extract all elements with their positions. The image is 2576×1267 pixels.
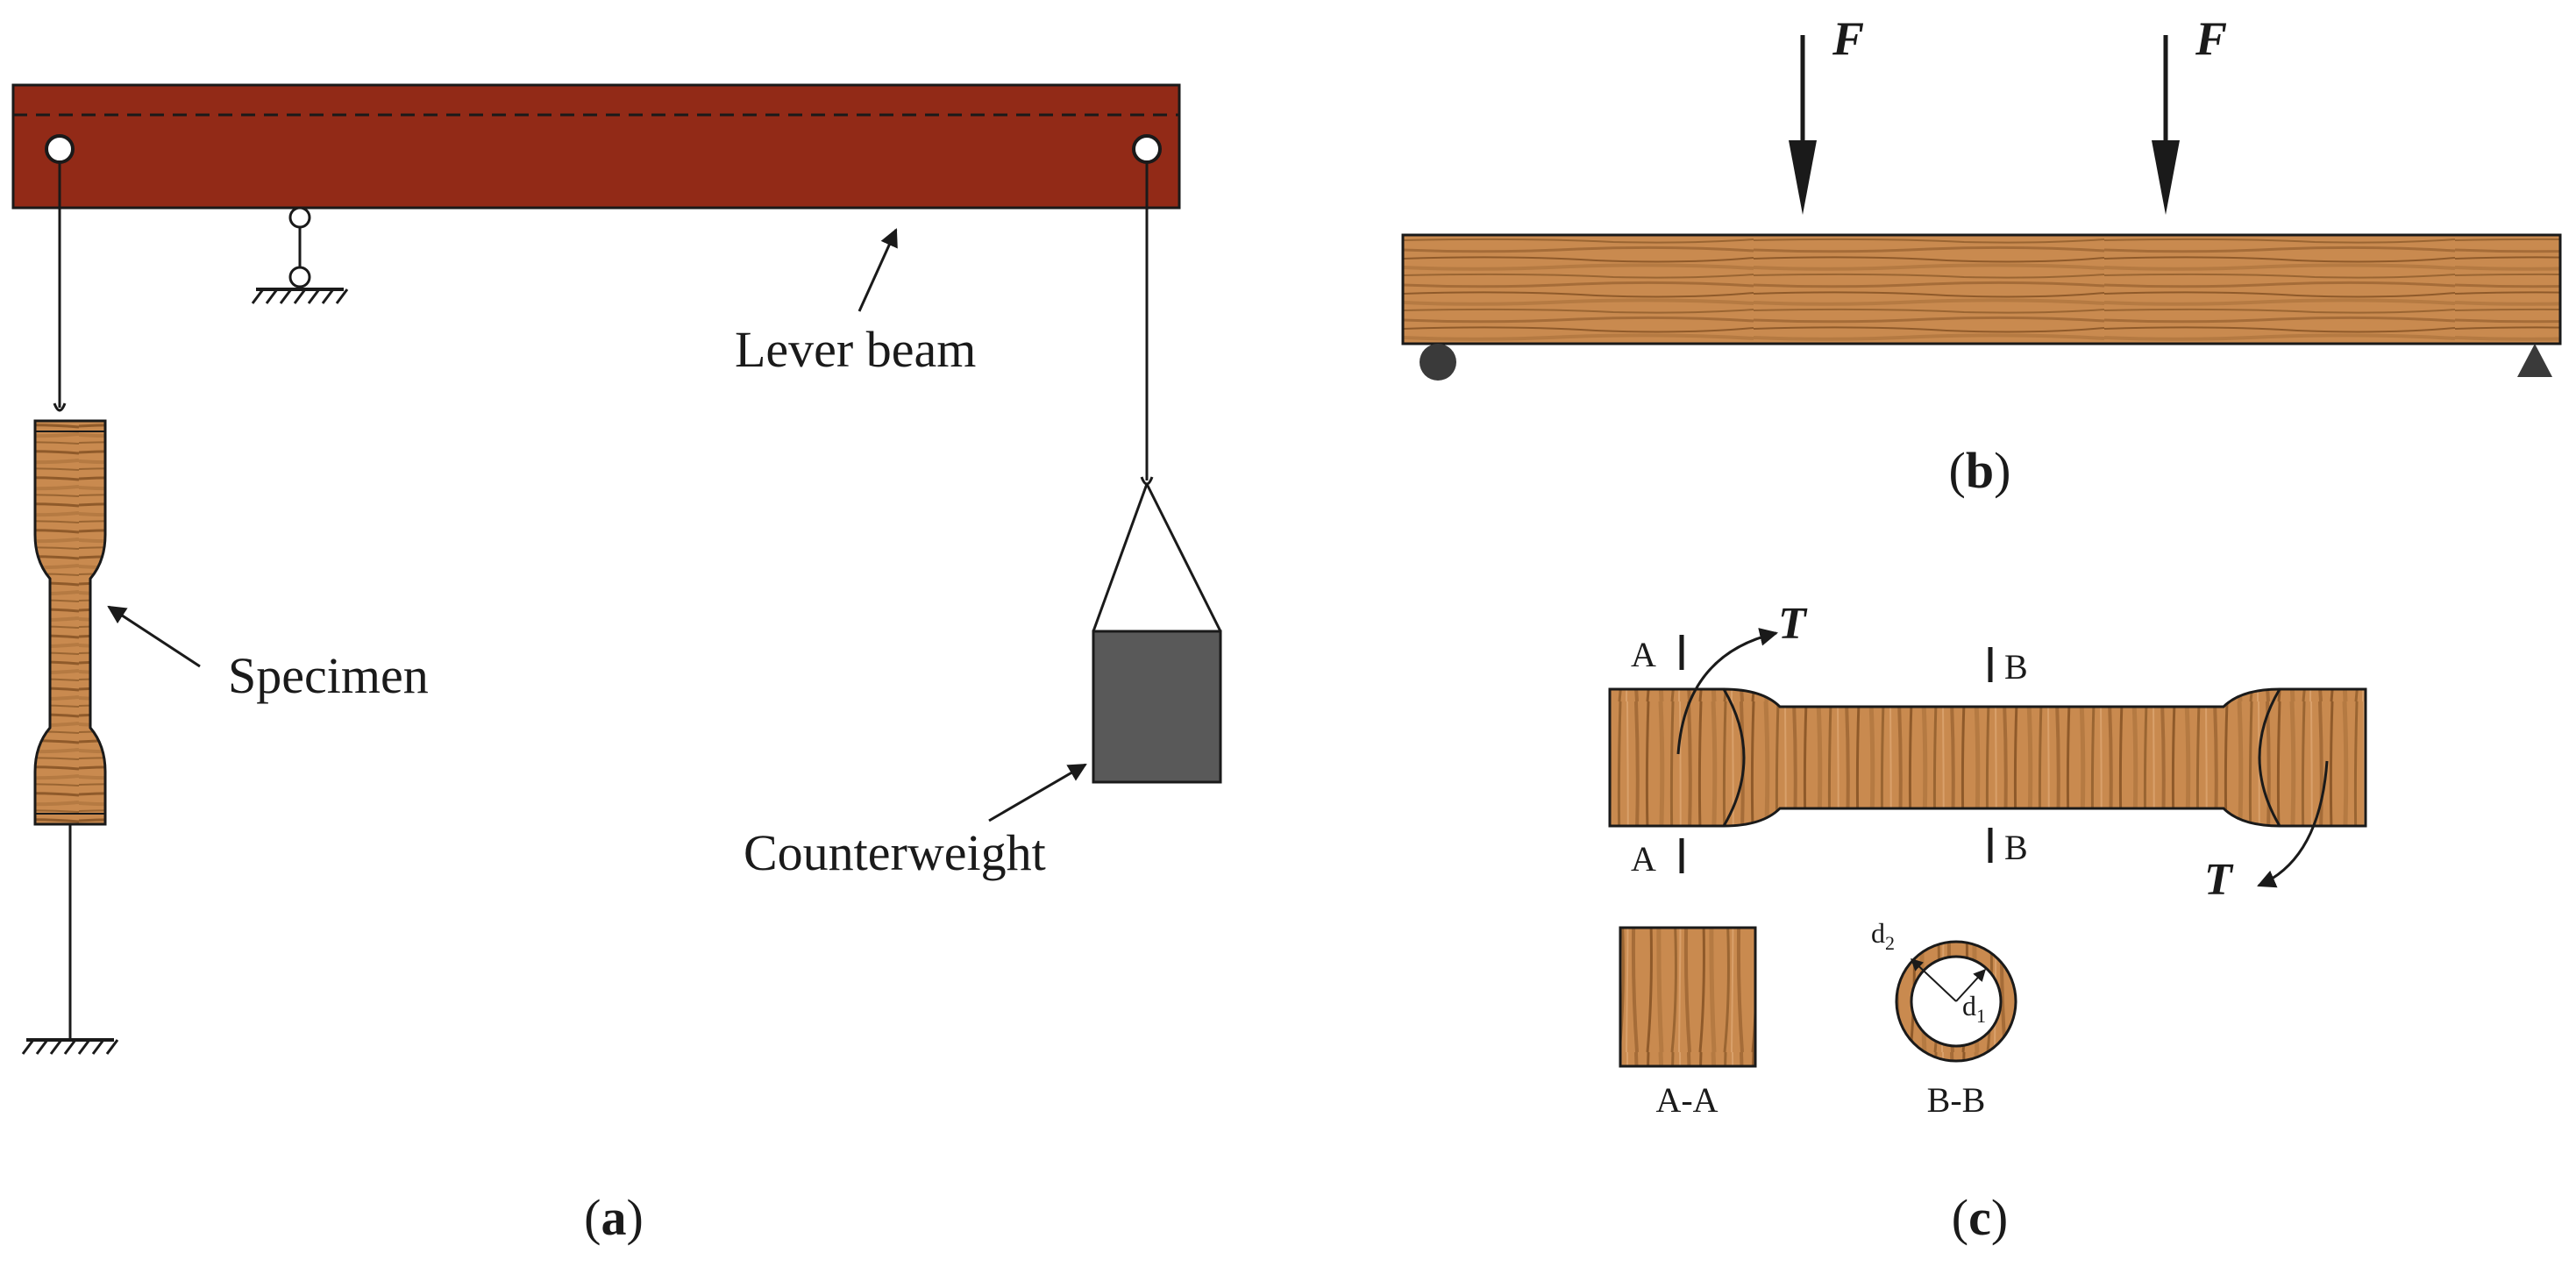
pin-joint-left (45, 134, 75, 164)
section-b-bottom-label: B (2004, 828, 2028, 867)
section-a-bottom-label: A (1631, 839, 1656, 879)
d2-label: d2 (1871, 917, 1895, 954)
specimen-label: Specimen (228, 647, 429, 704)
torque-arrow-left (1676, 628, 1779, 755)
d1-dimension-line (1955, 968, 1986, 1002)
counterweight-label: Counterweight (744, 824, 1046, 881)
section-a-top-label: A (1631, 635, 1656, 674)
torsion-specimen (1608, 687, 2367, 828)
shoulder-curve-right (2258, 688, 2281, 827)
force-label-right: F (2195, 12, 2227, 65)
section-b-top-label: B (2004, 647, 2028, 687)
shoulder-curve-left (1722, 688, 1746, 827)
torque-label-right: T (2204, 855, 2234, 905)
section-aa-label: A-A (1655, 1080, 1718, 1120)
section-bb-label: B-B (1927, 1080, 1986, 1120)
counterweight-leader (988, 763, 1087, 822)
roller-support (1420, 344, 1456, 381)
d1-label: d1 (1962, 990, 1986, 1027)
force-arrowhead-right (2152, 140, 2180, 215)
panel-b: F F (b) (1401, 12, 2562, 499)
panel-a: Lever beam Specimen Counterweight (a) (11, 83, 1222, 1246)
caption-a: (a) (584, 1189, 644, 1246)
panel-c: T T A A B B A-A d2 d1 B-B (c) (1608, 599, 2367, 1246)
pin-support (2517, 344, 2552, 377)
torque-arrow-right (2257, 760, 2329, 888)
counterweight (1092, 630, 1222, 784)
torque-label-left: T (1778, 599, 1808, 649)
sling-left (1092, 483, 1149, 632)
caption-c: (c) (1952, 1189, 2008, 1246)
pivot-support (251, 206, 349, 304)
force-arrowhead-left (1789, 140, 1817, 215)
force-label-left: F (1832, 12, 1864, 65)
hook-left (53, 402, 67, 412)
d2-dimension-line (1910, 958, 1957, 1002)
lever-beam (11, 83, 1181, 210)
specimen-leader (107, 605, 201, 668)
lever-beam-leader (857, 228, 898, 312)
pin-joint-right (1132, 134, 1162, 164)
lever-beam-label: Lever beam (735, 321, 976, 378)
ground-support (21, 1038, 119, 1055)
cross-section-a-a (1619, 926, 1757, 1068)
specimen (33, 419, 107, 826)
sling-right (1145, 483, 1222, 632)
wood-beam (1401, 233, 2562, 345)
caption-b: (b) (1949, 442, 2011, 499)
